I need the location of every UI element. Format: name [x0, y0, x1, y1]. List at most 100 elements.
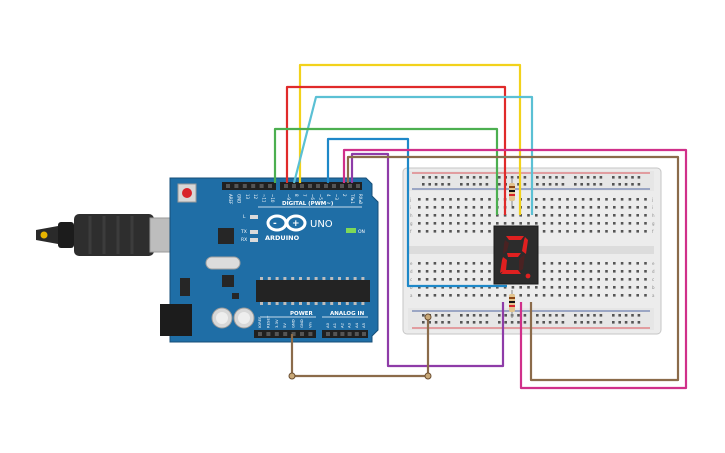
rail-hole[interactable] [428, 176, 431, 179]
breadboard-hole[interactable] [589, 206, 593, 209]
rail-hole[interactable] [517, 183, 520, 186]
breadboard-hole[interactable] [558, 294, 561, 297]
rail-hole[interactable] [580, 183, 583, 186]
rail-hole[interactable] [631, 321, 634, 324]
breadboard-hole[interactable] [581, 222, 585, 225]
breadboard-hole[interactable] [605, 270, 608, 273]
breadboard-hole[interactable] [433, 198, 437, 201]
breadboard-hole[interactable] [496, 286, 499, 289]
rail-hole[interactable] [434, 183, 438, 186]
breadboard-hole[interactable] [644, 214, 647, 217]
breadboard-hole[interactable] [636, 286, 639, 289]
breadboard-hole[interactable] [449, 222, 452, 225]
usb-cable[interactable] [36, 214, 181, 256]
breadboard-hole[interactable] [550, 286, 554, 289]
breadboard-hole[interactable] [581, 278, 585, 281]
breadboard-hole[interactable] [441, 214, 444, 217]
breadboard-hole[interactable] [589, 278, 593, 281]
breadboard-hole[interactable] [566, 230, 569, 233]
rail-hole[interactable] [447, 321, 451, 324]
breadboard-hole[interactable] [433, 214, 437, 217]
breadboard-hole[interactable] [558, 206, 561, 209]
header-pin-hole[interactable] [362, 332, 366, 336]
resistor-top[interactable] [509, 178, 515, 206]
breadboard-hole[interactable] [433, 286, 437, 289]
wires[interactable] [273, 63, 688, 390]
breadboard-hole[interactable] [597, 270, 600, 273]
rail-hole[interactable] [624, 176, 628, 179]
header-pin-hole[interactable] [266, 332, 271, 336]
breadboard-hole[interactable] [644, 262, 647, 265]
breadboard-hole[interactable] [636, 270, 639, 273]
breadboard-hole[interactable] [605, 262, 608, 265]
breadboard-hole[interactable] [433, 222, 437, 225]
rail-hole[interactable] [599, 176, 603, 179]
breadboard-hole[interactable] [574, 206, 577, 209]
breadboard-hole[interactable] [480, 262, 483, 265]
breadboard-hole[interactable] [457, 198, 460, 201]
rail-hole[interactable] [460, 176, 463, 179]
breadboard-hole[interactable] [628, 230, 632, 233]
breadboard-hole[interactable] [449, 230, 452, 233]
breadboard-hole[interactable] [519, 214, 522, 217]
header-pin-hole[interactable] [226, 184, 230, 188]
breadboard-hole[interactable] [441, 278, 444, 281]
breadboard-hole[interactable] [597, 278, 600, 281]
breadboard-hole[interactable] [620, 262, 624, 265]
breadboard-hole[interactable] [628, 262, 632, 265]
breadboard-hole[interactable] [480, 214, 483, 217]
breadboard-hole[interactable] [597, 214, 600, 217]
rail-hole[interactable] [561, 314, 565, 317]
breadboard-hole[interactable] [464, 214, 468, 217]
breadboard-hole[interactable] [441, 206, 444, 209]
breadboard-hole[interactable] [566, 286, 569, 289]
header-pin-hole[interactable] [234, 184, 239, 188]
breadboard-hole[interactable] [503, 286, 507, 289]
breadboard-hole[interactable] [488, 222, 491, 225]
rail-hole[interactable] [542, 183, 545, 186]
header-pin-hole[interactable] [274, 332, 279, 336]
breadboard-hole[interactable] [589, 230, 593, 233]
rail-hole[interactable] [523, 176, 527, 179]
rail-hole[interactable] [536, 176, 539, 179]
breadboard-hole[interactable] [620, 286, 624, 289]
breadboard-hole[interactable] [488, 270, 491, 273]
breadboard-hole[interactable] [418, 262, 421, 265]
rail-hole[interactable] [536, 321, 539, 324]
power-jack[interactable] [160, 304, 192, 336]
rail-hole[interactable] [542, 314, 545, 317]
rail-hole[interactable] [441, 321, 444, 324]
breadboard-hole[interactable] [418, 222, 421, 225]
rail-hole[interactable] [485, 183, 489, 186]
breadboard-hole[interactable] [480, 198, 483, 201]
breadboard-hole[interactable] [566, 262, 569, 265]
breadboard-hole[interactable] [581, 262, 585, 265]
header-pin-hole[interactable] [347, 332, 352, 336]
wire-brown-top[interactable] [346, 155, 680, 382]
breadboard-hole[interactable] [636, 278, 639, 281]
breadboard-hole[interactable] [441, 286, 444, 289]
breadboard-hole[interactable] [636, 214, 639, 217]
rail-hole[interactable] [479, 314, 482, 317]
rail-hole[interactable] [466, 314, 469, 317]
breadboard-hole[interactable] [480, 286, 483, 289]
breadboard-hole[interactable] [613, 262, 616, 265]
rail-hole[interactable] [624, 183, 628, 186]
breadboard-hole[interactable] [542, 270, 546, 273]
rail-hole[interactable] [498, 314, 501, 317]
breadboard-hole[interactable] [620, 214, 624, 217]
breadboard-hole[interactable] [542, 262, 546, 265]
breadboard-hole[interactable] [449, 206, 452, 209]
breadboard-hole[interactable] [574, 230, 577, 233]
breadboard-hole[interactable] [464, 278, 468, 281]
breadboard-hole[interactable] [589, 214, 593, 217]
breadboard-hole[interactable] [464, 270, 468, 273]
rail-hole[interactable] [517, 321, 520, 324]
breadboard-hole[interactable] [511, 214, 515, 217]
breadboard-hole[interactable] [574, 214, 577, 217]
breadboard-hole[interactable] [535, 294, 538, 297]
breadboard-hole[interactable] [644, 286, 647, 289]
breadboard-hole[interactable] [542, 222, 546, 225]
breadboard-hole[interactable] [581, 294, 585, 297]
breadboard-hole[interactable] [472, 294, 476, 297]
